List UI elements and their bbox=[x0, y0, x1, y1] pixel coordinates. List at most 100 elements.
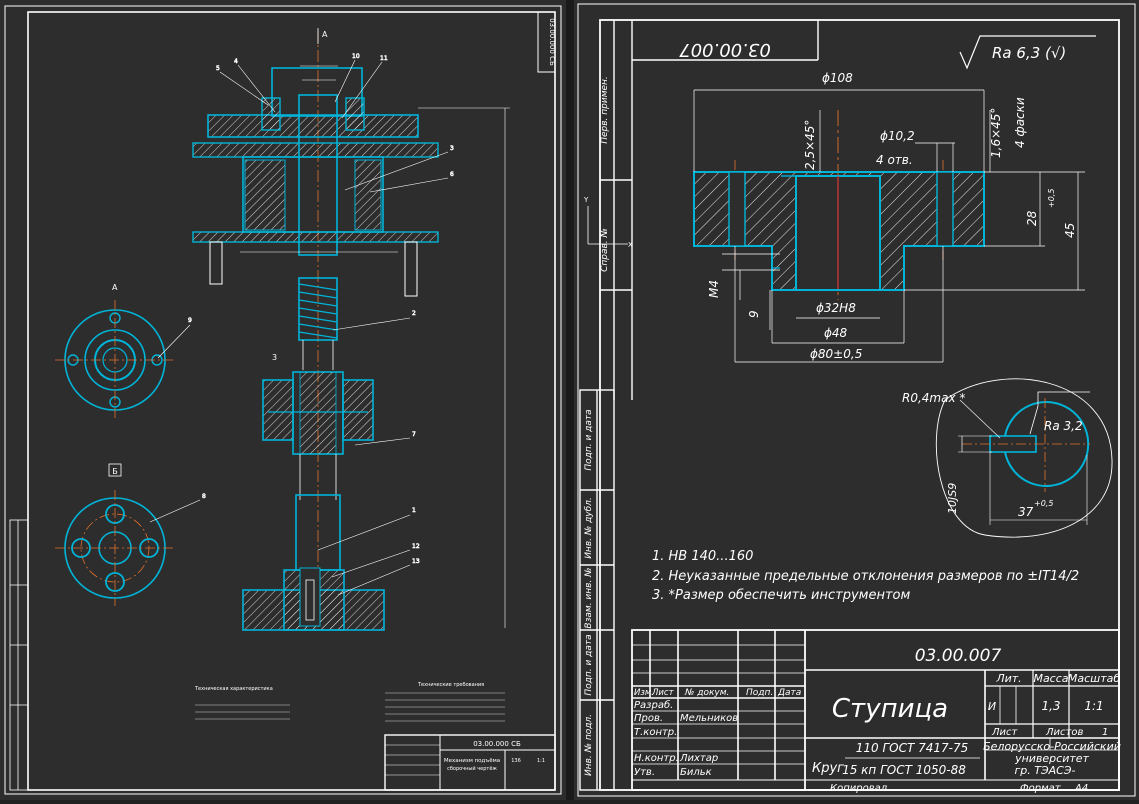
title-org-3: гр. ТЭАСЭ- bbox=[1014, 764, 1075, 777]
title-listov: Листов bbox=[1045, 727, 1083, 738]
title-tkontr: Т.контр. bbox=[634, 727, 677, 738]
callout-number: 1 bbox=[412, 507, 416, 514]
view-label-b: Б bbox=[112, 467, 118, 476]
left-title-name-1: Механизм подъёма bbox=[444, 758, 500, 764]
callout-number: 12 bbox=[412, 543, 420, 550]
title-format-val: А4 bbox=[1074, 783, 1088, 794]
callout-number: 9 bbox=[188, 317, 192, 324]
left-sheet-outer-border bbox=[4, 5, 562, 795]
dim-holes: 4 отв. bbox=[876, 153, 913, 167]
dim-h28: 28 bbox=[1025, 210, 1039, 226]
right-side-strip bbox=[579, 20, 819, 791]
note-3: 3. *Размер обеспечить инструментом bbox=[652, 588, 910, 603]
dim-h28-tol: +0,5 bbox=[1047, 189, 1056, 208]
callout-number: 11 bbox=[380, 55, 388, 62]
dim-chamfer-left: 2,5×45° bbox=[803, 120, 817, 170]
callout-number: 8 bbox=[202, 493, 206, 500]
sheet-divider bbox=[566, 0, 574, 800]
part-section bbox=[693, 110, 985, 300]
right-title-text: 03.00.007 Ступица Круг 110 ГОСТ 7417-75 … bbox=[634, 646, 1121, 794]
title-data: Дата bbox=[777, 688, 801, 698]
left-sheet: 03.00.000 СБ А bbox=[0, 0, 566, 800]
view-label-a-top: А bbox=[322, 30, 328, 39]
title-massa: Масса bbox=[1033, 672, 1068, 685]
callout-number: 4 bbox=[234, 58, 238, 65]
roughness-label: Ra 6,3 (√) bbox=[992, 44, 1066, 62]
callout-number: 5 bbox=[216, 65, 220, 72]
svg-text:Y: Y bbox=[583, 196, 589, 204]
dim-d10-2: ϕ10,2 bbox=[880, 129, 915, 143]
title-lit: Лит. bbox=[995, 672, 1021, 685]
side-label-inv-dubl: Инв. № дубл. bbox=[584, 497, 594, 559]
assembly-screw bbox=[298, 277, 338, 370]
tech-req-title: Технические требования bbox=[417, 682, 484, 688]
title-masshtab: Масштаб bbox=[1068, 672, 1120, 685]
right-title-block bbox=[631, 629, 1120, 791]
left-title-mass: 136 bbox=[511, 758, 521, 764]
title-part-name: Ступица bbox=[832, 694, 948, 724]
title-razrab: Разраб. bbox=[634, 699, 673, 711]
title-material-prefix: Круг bbox=[812, 761, 844, 776]
assembly-coupling: 3 bbox=[262, 353, 374, 500]
title-list: Лист bbox=[991, 727, 1019, 738]
view-a: А bbox=[55, 283, 175, 420]
title-nkontr-name: Лихтар bbox=[679, 753, 718, 764]
section-mark: 3 bbox=[272, 353, 277, 362]
note-2: 2. Неуказанные предельные отклонения раз… bbox=[652, 569, 1079, 584]
title-list-col: Лист bbox=[651, 688, 675, 698]
title-prov: Пров. bbox=[634, 713, 663, 724]
callout-number: 7 bbox=[412, 431, 416, 438]
left-side-strip bbox=[9, 519, 29, 791]
callout-number: 10 bbox=[352, 53, 360, 60]
svg-text:X: X bbox=[628, 241, 633, 249]
title-listov-val: 1 bbox=[1102, 727, 1108, 738]
dim-d108: ϕ108 bbox=[822, 71, 853, 85]
title-doc-code: 03.00.007 bbox=[915, 646, 1002, 666]
dim-d48: ϕ48 bbox=[824, 326, 848, 340]
dim-d80: ϕ80±0,5 bbox=[810, 347, 862, 361]
dim-chamfer-count: 4 фаски bbox=[1013, 97, 1027, 148]
detail-keyway: R0,4max * Ra 3,2 10JS9 37 +0,5 bbox=[902, 378, 1113, 538]
part-dimensions bbox=[693, 89, 1085, 363]
left-title-name-2: сборочный чертёж bbox=[447, 765, 497, 772]
view-label-a-mid: А bbox=[112, 283, 118, 292]
left-frame-code: 03.00.000 СБ bbox=[548, 18, 556, 66]
dim-chamfer-right: 1,6×45° bbox=[989, 108, 1003, 158]
left-notes: Техническая характеристика Технические т… bbox=[194, 682, 505, 722]
title-org-2: университет bbox=[1014, 752, 1089, 765]
dim-r04: R0,4max * bbox=[902, 391, 965, 405]
dim-n37-tol: +0,5 bbox=[1034, 499, 1053, 508]
ucs-icon: Y X bbox=[583, 196, 633, 249]
dim-d32: ϕ32H8 bbox=[816, 301, 856, 315]
title-material-bottom: 15 кп ГОСТ 1050-88 bbox=[842, 763, 966, 777]
title-material-top: 110 ГОСТ 7417-75 bbox=[856, 741, 969, 755]
dimension-labels: ϕ108 ϕ10,2 4 отв. 2,5×45° 1,6×45° 4 фаск… bbox=[707, 71, 1077, 361]
title-lit-val: И bbox=[988, 700, 996, 713]
assembly-lower-base bbox=[242, 494, 385, 631]
title-utv: Утв. bbox=[634, 767, 655, 778]
view-b: Б bbox=[55, 463, 175, 606]
left-sheet-frame bbox=[27, 11, 556, 791]
title-format: Формат bbox=[1020, 783, 1062, 794]
side-label-perv: Перв. примен. bbox=[600, 76, 610, 144]
dim-js9: 10JS9 bbox=[946, 483, 959, 514]
roughness-symbol: Ra 6,3 (√) bbox=[959, 35, 1096, 70]
dim-m4: M4 bbox=[707, 280, 721, 298]
stamp-code-inverted: 03.00.007 bbox=[679, 39, 771, 60]
title-podp: Подп. bbox=[746, 688, 773, 698]
title-nkontr: Н.контр. bbox=[634, 753, 679, 764]
dim-n37: 37 bbox=[1018, 505, 1034, 519]
note-1: 1. HB 140...160 bbox=[652, 549, 753, 564]
side-label-podp2: Подп. и дата bbox=[584, 634, 594, 695]
dim-n9: 9 bbox=[747, 310, 761, 318]
dim-h45: 45 bbox=[1063, 223, 1077, 238]
title-ndokum: № докум. bbox=[684, 688, 729, 698]
side-label-vzam: Взам. инв. № bbox=[584, 567, 594, 628]
title-org-1: Белорусско-Российский bbox=[983, 740, 1121, 753]
left-title-scale: 1:1 bbox=[537, 758, 545, 764]
callout-number: 6 bbox=[450, 171, 454, 178]
title-utv-name: Бильк bbox=[680, 767, 712, 778]
